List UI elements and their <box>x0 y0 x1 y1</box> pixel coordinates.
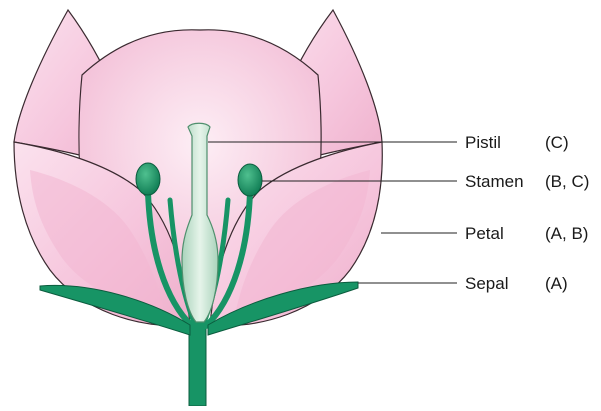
label-petal-genes: (A, B) <box>545 224 588 243</box>
label-stamen: Stamen <box>465 172 524 191</box>
stem <box>189 322 206 406</box>
label-stamen-genes: (B, C) <box>545 172 589 191</box>
label-pistil-genes: (C) <box>545 133 569 152</box>
label-pistil: Pistil <box>465 133 501 152</box>
label-sepal-genes: (A) <box>545 274 568 293</box>
stamen-anther-right <box>238 164 262 196</box>
label-petal: Petal <box>465 224 504 243</box>
label-sepal: Sepal <box>465 274 508 293</box>
stamen-anther-left <box>136 163 160 195</box>
